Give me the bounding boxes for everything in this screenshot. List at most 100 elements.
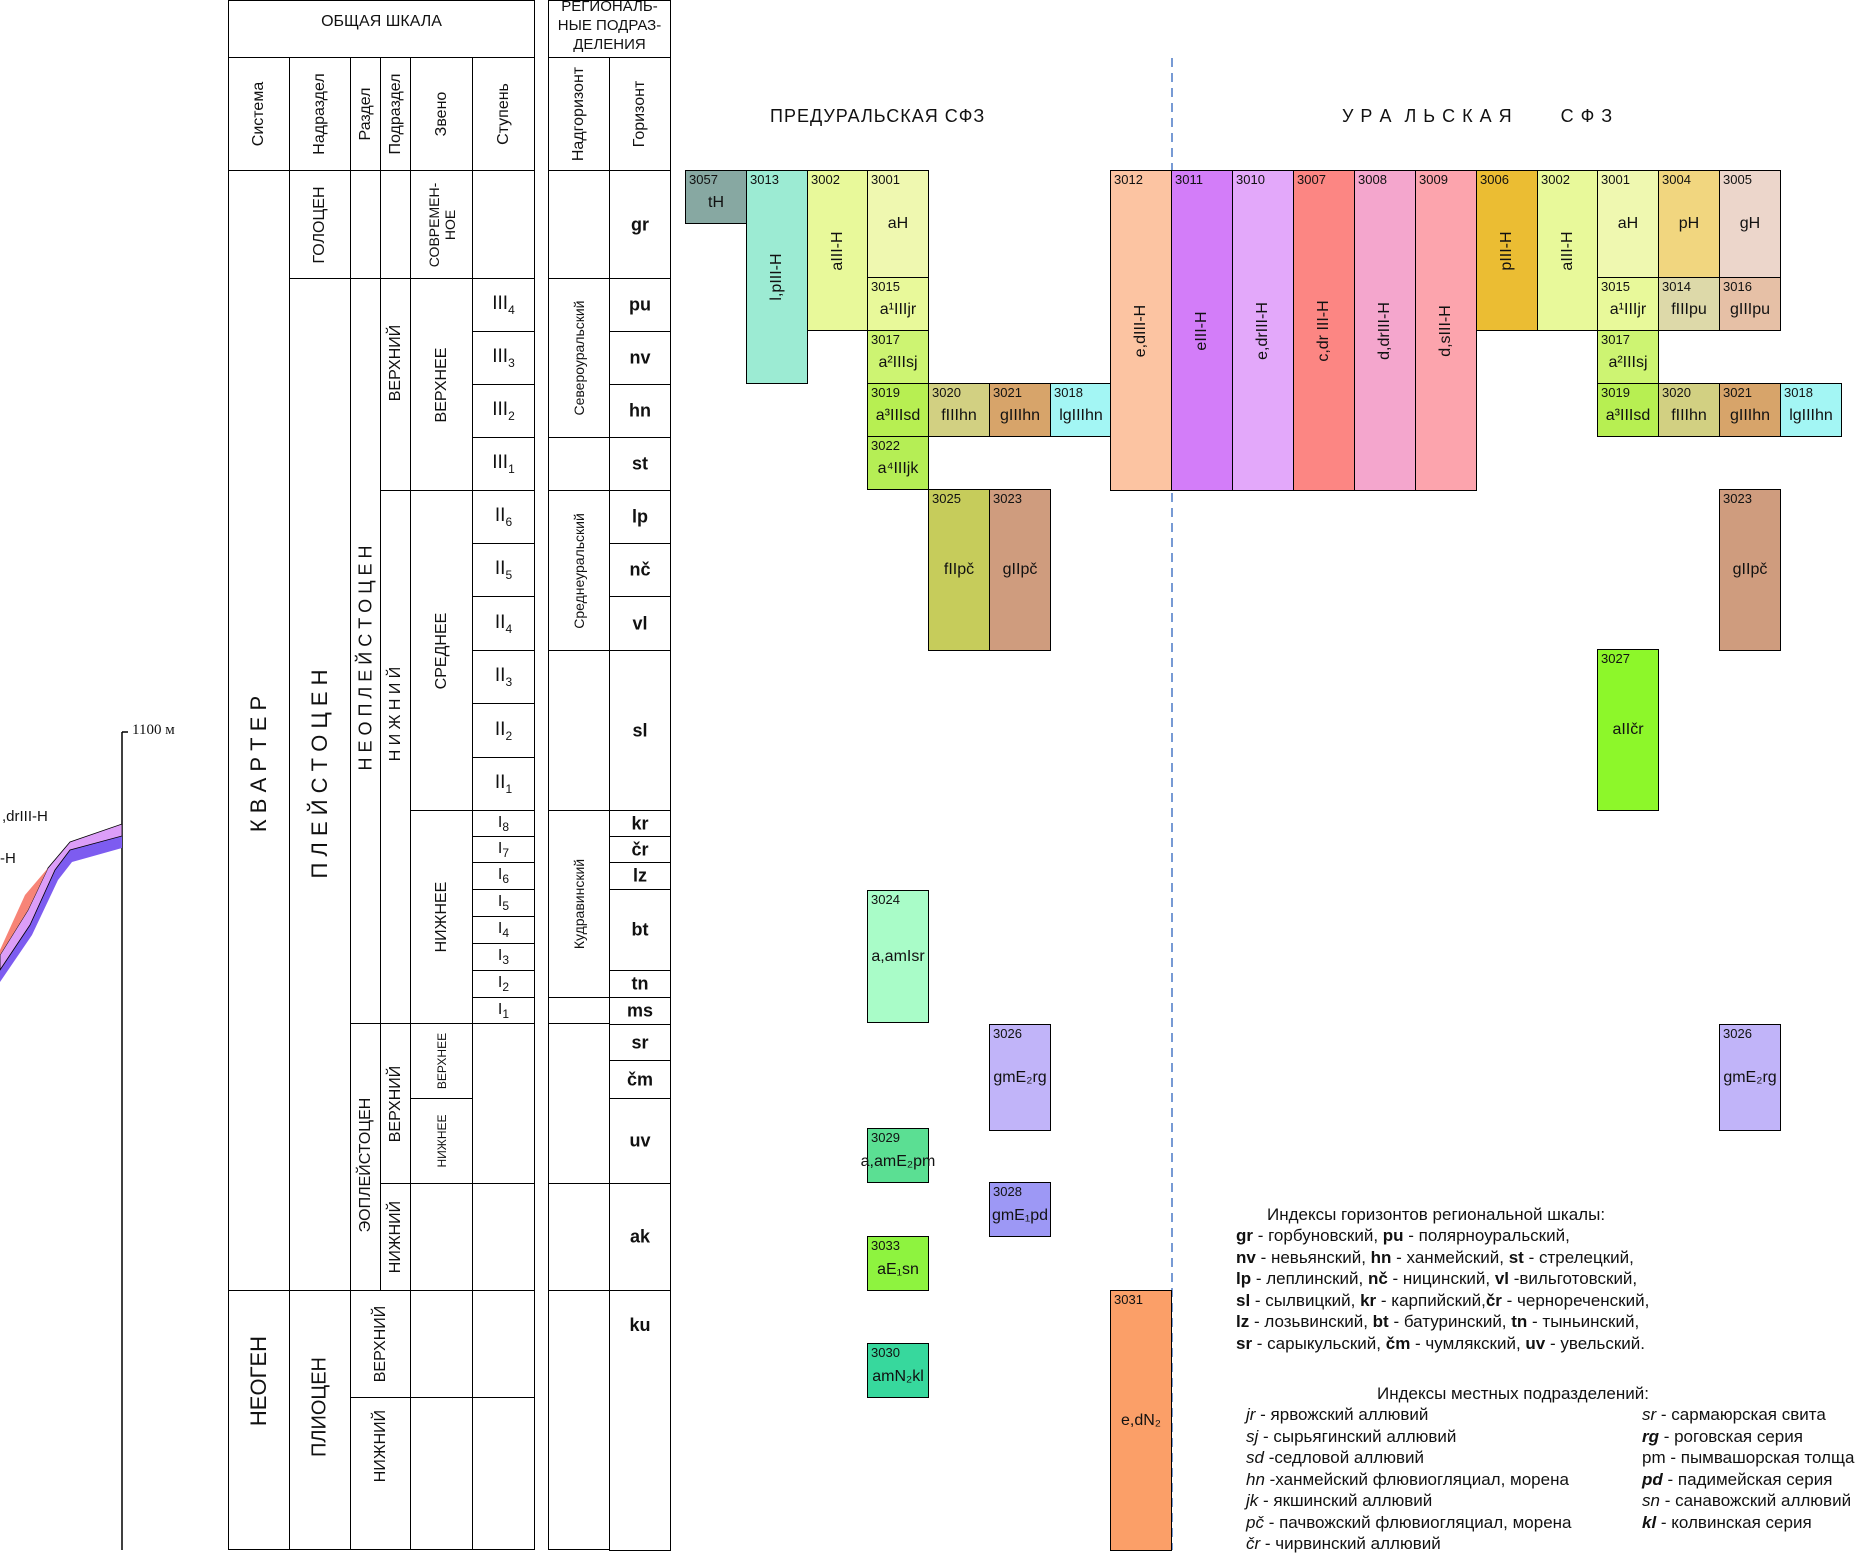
horizon-label: sr	[631, 1032, 649, 1052]
horizon-code: vl	[1494, 1269, 1510, 1288]
stage-base: I	[497, 919, 503, 937]
horizon-label: tn	[631, 973, 649, 994]
stage-base: II	[494, 611, 506, 633]
stage-base: II	[494, 665, 506, 687]
unit-id: 3021	[993, 385, 1022, 400]
unit-label: a⁴IIIjk	[877, 460, 919, 478]
regional-scale-title-cell: РЕГИОНАЛЬ-НЫЕ ПОДРАЗ-ДЕЛЕНИЯ	[548, 0, 671, 58]
unit-label: gIIIpu	[1729, 301, 1771, 319]
unit-id: 3057	[689, 172, 718, 187]
stage-plio-empty-1	[472, 1290, 535, 1398]
horizon-label: pu	[629, 294, 651, 315]
local-text: - якшинский аллювий	[1258, 1491, 1433, 1510]
stage-cell: I8	[472, 810, 535, 837]
unit-label: e,dN₂	[1120, 1411, 1162, 1429]
horizon-label: kr	[631, 813, 649, 833]
horizon-name: - чернореченский,	[1501, 1290, 1650, 1310]
unit-id: 3022	[871, 438, 900, 453]
unit-id: 3017	[1601, 332, 1630, 347]
unit-box: 3017 a²IIIsj	[1597, 330, 1659, 384]
stage-sub: 3	[505, 674, 513, 689]
legend-local-title: Индексы местных подразделений:	[1377, 1384, 1649, 1403]
supersection-pleistocene: П Л Е Й С Т О Ц Е Н	[289, 278, 351, 1291]
horizon-label: lp	[632, 506, 648, 527]
stage-sub: 5	[502, 899, 510, 914]
stage-sub: 2	[508, 408, 515, 423]
link-eo-lower: НИЖНЕЕ	[410, 1098, 473, 1184]
stage-cell: II5	[472, 543, 535, 597]
stage-label: II4	[473, 612, 534, 636]
stage-sub: 1	[502, 1007, 510, 1022]
horizon-cell: ak	[609, 1183, 671, 1291]
stage-base: I	[497, 892, 503, 910]
stage-eo-empty-1	[472, 1023, 535, 1184]
horizon-cell: čm	[609, 1060, 671, 1099]
horizon-cell: bt	[609, 889, 671, 971]
unit-id: 3024	[871, 892, 900, 907]
unit-id: 3007	[1297, 172, 1326, 187]
local-text: - ярвожский аллювий	[1255, 1405, 1429, 1424]
unit-label: e,drIII-H	[1254, 301, 1271, 360]
unit-id: 3015	[871, 279, 900, 294]
horizon-code: nč	[1367, 1269, 1388, 1288]
zone-title-ural: У Р А Л Ь С К А Я С Ф З	[1342, 106, 1614, 126]
stage-label: I3	[473, 947, 534, 967]
horizon-cell: nč	[609, 543, 671, 597]
unit-id: 3014	[1662, 279, 1691, 294]
horizon-label: uv	[629, 1130, 651, 1151]
stage-label: III4	[473, 293, 534, 317]
unit-label: amN₂kl	[872, 1367, 924, 1385]
local-code: sn	[1642, 1491, 1660, 1510]
link-pliocene-lower	[410, 1397, 473, 1550]
stage-sub: 4	[508, 302, 515, 317]
horizon-label: ms	[626, 1000, 653, 1021]
unit-id: 3012	[1114, 172, 1143, 187]
unit-label: lgIIIhn	[1059, 407, 1103, 425]
section-pliocene-lower: НИЖНИЙ	[350, 1397, 411, 1550]
superhorizon-empty-ms	[548, 997, 610, 1024]
stage-cell: I2	[472, 970, 535, 998]
horizon-cell: nv	[609, 331, 671, 385]
local-code: pč	[1246, 1512, 1264, 1532]
horizon-label: hn	[629, 400, 651, 421]
stage-base: III	[492, 346, 509, 368]
horizon-code: sr	[1236, 1333, 1253, 1353]
stage-sub: 3	[508, 355, 515, 370]
stage-base: III	[492, 399, 509, 421]
unit-label: a²IIIsj	[1608, 354, 1648, 372]
unit-label: fIIIhn	[1671, 407, 1707, 425]
unit-label: gIIIhn	[999, 407, 1041, 425]
stage-sub: 1	[505, 781, 513, 796]
stage-base: II	[494, 558, 506, 580]
section-holocene-empty	[350, 170, 381, 279]
stage-cell: II4	[472, 596, 535, 651]
horizon-name: - батуринский,	[1388, 1312, 1512, 1331]
unit-id: 3015	[1601, 279, 1630, 294]
local-code: sr	[1642, 1405, 1657, 1424]
legend-local-line: jr - ярвожский аллювий	[1246, 1405, 1428, 1425]
horizon-label: čm	[626, 1069, 653, 1089]
unit-label: aH	[1617, 215, 1639, 232]
legend-regional-line: sl - сылвицкий, kr - карпийский,čr - чер…	[1236, 1291, 1649, 1311]
stage-label: III3	[473, 346, 534, 370]
stage-label: I8	[473, 813, 534, 833]
horizon-name: - горбуновский,	[1253, 1226, 1383, 1245]
legend-regional-line: nv - невьянский, hn - ханмейский, st - с…	[1236, 1248, 1634, 1268]
local-text: - сармаюрская свита	[1656, 1405, 1826, 1424]
horizon-label: nč	[629, 559, 651, 580]
link-eo-lower-empty	[410, 1183, 473, 1291]
unit-id: 3020	[932, 385, 961, 400]
unit-id: 3026	[993, 1026, 1022, 1041]
superhorizon-empty-top	[548, 170, 610, 279]
